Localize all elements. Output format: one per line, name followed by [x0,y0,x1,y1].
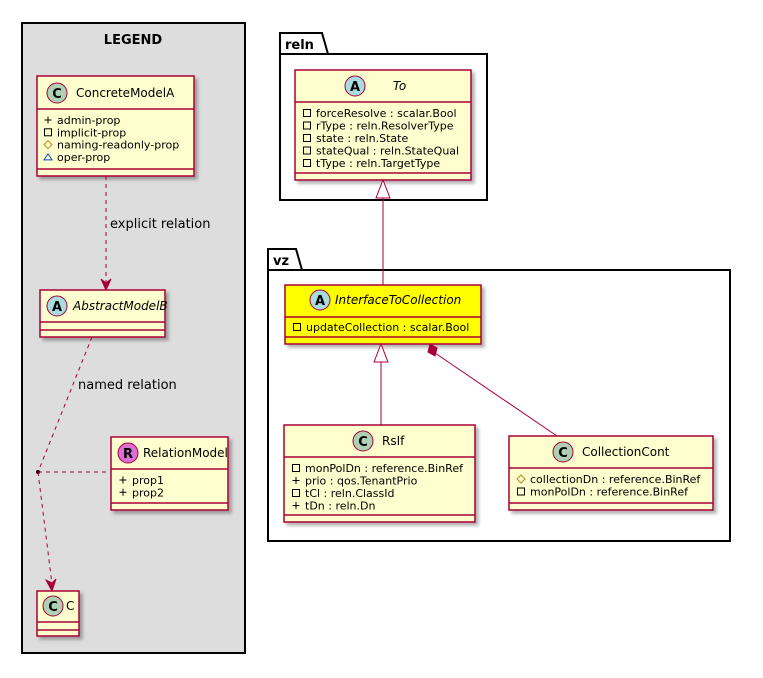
class-stereotype-letter: C [52,87,62,102]
class-prop: naming-readonly-prop [57,139,179,152]
class-prop: state : reln.State [316,132,408,145]
class-stereotype-letter: R [123,447,133,462]
class-prop: monPolDn : reference.BinRef [530,486,689,499]
abstract-stereotype-icon [46,295,68,317]
class-stereotype-letter: A [350,80,360,95]
abstract-stereotype-icon [344,75,366,97]
private-visibility-icon [303,159,311,167]
abstract-stereotype-icon [309,289,331,311]
class-stereotype-letter: A [315,294,325,309]
private-visibility-icon [517,487,525,496]
private-visibility-icon [292,464,300,472]
class-prop: prio : qos.TenantPrio [305,475,418,488]
class-prop: rType : reln.ResolverType [316,120,454,133]
public-visibility-icon [292,477,300,484]
private-visibility-icon [303,146,311,155]
public-visibility-icon [119,476,127,484]
class-stereotype-letter: C [48,600,58,615]
class-name: AbstractModelB [72,299,168,313]
named-relation-label: named relation [78,378,177,393]
class-prop: forceResolve : scalar.Bool [316,107,457,120]
class-stereotype-icon [352,430,374,452]
relation-stereotype-icon [117,442,139,464]
arrow-head-icon [100,278,112,292]
class-prop: prop2 [132,486,164,499]
class-prop: admin-prop [57,114,120,127]
class-prop: collectionDn : reference.BinRef [530,473,701,486]
protected-visibility-icon [516,474,526,484]
explicit-relation-label: explicit relation [110,217,210,232]
protected-visibility-icon [43,139,53,150]
named-relation-line-to-c [37,471,53,585]
class-stereotype-letter: A [52,300,62,315]
package-vz: vz A InterfaceToCollection updateCollect… [267,248,731,542]
class-name: To [393,79,406,93]
class-stereotype-icon [42,595,64,617]
class-prop: monPolDn : reference.BinRef [305,462,464,475]
class-prop: tDn : reln.Dn [305,500,375,513]
class-stereotype-icon [552,441,574,463]
named-relation-line [37,336,93,473]
class-rsif[interactable] [283,424,476,523]
private-visibility-icon [303,121,311,130]
arrow-head-icon [44,578,57,593]
class-stereotype-letter: C [558,446,568,461]
private-visibility-icon [292,489,300,497]
public-visibility-icon [292,502,300,509]
class-stereotype-letter: C [358,435,368,450]
class-name: RsIf [382,434,405,448]
legend-package: LEGEND C ConcreteModelA admin-propimplic… [21,22,246,654]
class-prop: tType : reln.TargetType [316,157,440,170]
class-prop: prop1 [132,474,164,487]
package-reln: reln A To forceResolve : scalar.BoolrTyp… [279,32,488,201]
class-relation-model[interactable] [110,436,229,511]
private-visibility-icon [293,323,301,331]
class-name: RelationModel [143,446,228,460]
class-prop: stateQual : reln.StateQual [316,145,459,158]
class-props: admin-propimplicit-propnaming-readonly-p… [43,114,179,164]
class-stereotype-icon [46,82,68,104]
package-name: reln [285,38,314,53]
class-name: C [66,599,74,613]
private-visibility-icon [44,128,52,137]
class-collection-cont[interactable] [508,435,714,511]
class-props: updateCollection : scalar.Bool [293,321,469,334]
class-props: collectionDn : reference.BinRefmonPolDn … [516,473,701,499]
class-prop: tCl : reln.ClassId [305,487,395,500]
composition-line [434,352,558,437]
class-name: CollectionCont [582,445,670,459]
package-name: vz [273,254,289,269]
class-to[interactable] [294,69,472,181]
class-prop: updateCollection : scalar.Bool [306,321,469,334]
class-name: ConcreteModelA [76,86,175,100]
package-visibility-icon [43,152,53,161]
public-visibility-icon [119,488,127,496]
composition-diamond-icon [427,343,438,357]
inheritance-arrow-icon [375,178,391,199]
class-name: InterfaceToCollection [335,293,461,307]
private-visibility-icon [303,109,311,117]
private-visibility-icon [303,134,311,142]
class-prop: oper-prop [57,151,110,164]
inheritance-arrow-icon [373,342,389,363]
public-visibility-icon [44,116,52,124]
class-prop: implicit-prop [57,126,126,139]
legend-title: LEGEND [104,33,163,48]
